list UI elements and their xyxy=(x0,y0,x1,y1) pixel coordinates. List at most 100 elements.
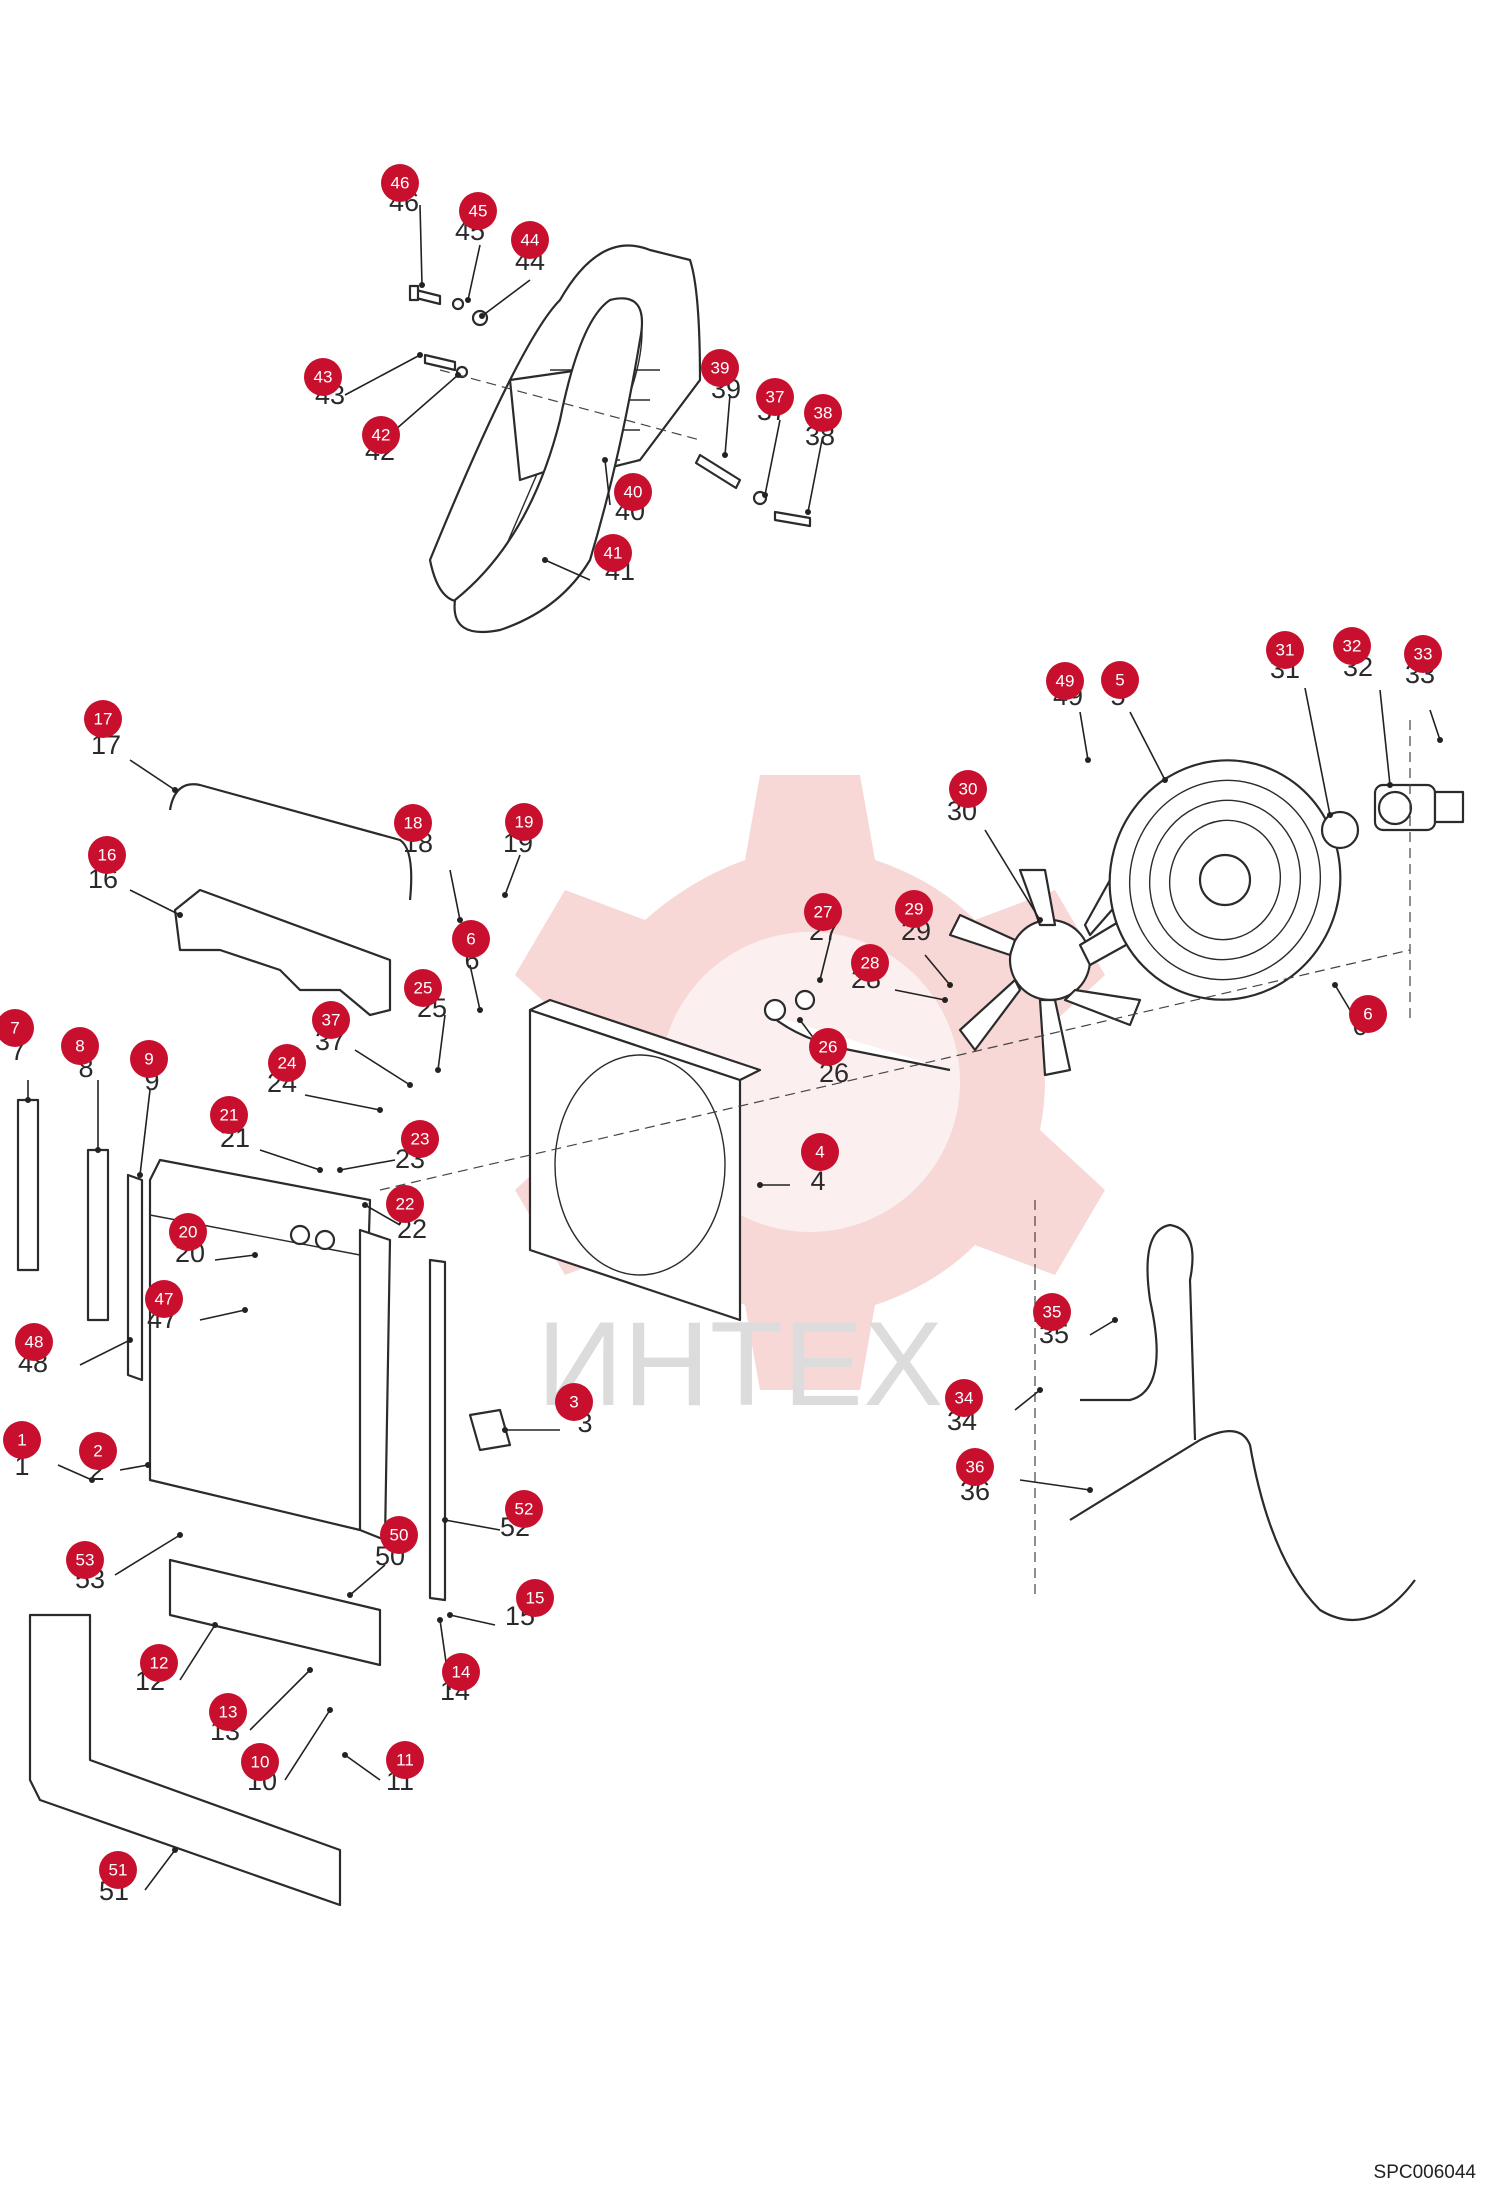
callout-badge-label: 37 xyxy=(766,388,785,407)
callout-leader-line xyxy=(304,1094,381,1111)
callout-badge-label: 35 xyxy=(1043,1303,1062,1322)
callout-badge[interactable] xyxy=(84,700,122,738)
callout-badge[interactable] xyxy=(394,804,432,842)
callout-badge[interactable] xyxy=(99,1851,137,1889)
callout-badge[interactable] xyxy=(169,1213,207,1251)
callout-badge-label: 15 xyxy=(526,1589,545,1608)
callout-badge[interactable] xyxy=(756,378,794,416)
callout-badge[interactable] xyxy=(1046,662,1084,700)
callout-badge[interactable] xyxy=(209,1693,247,1731)
hydraulic-hose xyxy=(769,1014,951,1072)
callout-leader-dot xyxy=(479,313,485,319)
callout-leader-dot xyxy=(722,452,728,458)
callout-badge[interactable] xyxy=(505,1490,543,1528)
callout-badge[interactable] xyxy=(145,1280,183,1318)
callout-leader-line xyxy=(544,559,591,581)
callout-badge[interactable] xyxy=(386,1185,424,1223)
callout-badge[interactable] xyxy=(1101,661,1139,699)
callout-badge-label: 2 xyxy=(93,1442,102,1461)
callout-badge[interactable] xyxy=(614,473,652,511)
callout-leader-dot xyxy=(762,492,768,498)
callout-badge[interactable] xyxy=(1033,1293,1071,1331)
callout-badge[interactable] xyxy=(66,1541,104,1579)
seal-strips xyxy=(16,1098,447,1602)
callout-badge[interactable] xyxy=(304,358,342,396)
callout-badge[interactable] xyxy=(516,1579,554,1617)
callout-badge-label: 44 xyxy=(521,231,540,250)
callout-leader-dot xyxy=(145,1462,151,1468)
callout-badge[interactable] xyxy=(511,221,549,259)
callout-leader-dot xyxy=(447,1612,453,1618)
callout-leader-line xyxy=(504,854,521,896)
callout-badge[interactable] xyxy=(801,1133,839,1171)
callout-badge[interactable] xyxy=(1333,627,1371,665)
callout-badge[interactable] xyxy=(895,890,933,928)
callout-badge[interactable] xyxy=(945,1379,983,1417)
callout-badge[interactable] xyxy=(452,920,490,958)
callout-badge[interactable] xyxy=(809,1028,847,1066)
callout-badge[interactable] xyxy=(442,1653,480,1691)
callout-leader-line xyxy=(1019,1479,1091,1491)
callout-leader-line xyxy=(249,1669,311,1731)
callout-badge[interactable] xyxy=(851,944,889,982)
callout-badge[interactable] xyxy=(15,1323,53,1361)
callout-leader-dot xyxy=(502,1427,508,1433)
callout-leader-line xyxy=(139,1089,151,1176)
callout-badge[interactable] xyxy=(362,416,400,454)
callout-badge[interactable] xyxy=(459,192,497,230)
callout-leader-dot xyxy=(542,557,548,563)
callout-badge-label: 30 xyxy=(959,780,978,799)
callout-badge[interactable] xyxy=(1349,995,1387,1033)
callout-badge[interactable] xyxy=(804,893,842,931)
callout-badge[interactable] xyxy=(505,803,543,841)
callout-leader-line xyxy=(79,1339,131,1366)
callout-6: 66 xyxy=(452,920,490,1013)
callout-leader-line xyxy=(284,1709,331,1781)
callout-badge[interactable] xyxy=(701,349,739,387)
callout-leader-dot xyxy=(242,1307,248,1313)
callout-badge[interactable] xyxy=(312,1001,350,1039)
callout-badge[interactable] xyxy=(1404,635,1442,673)
callout-badge[interactable] xyxy=(386,1741,424,1779)
callout-badge-label: 52 xyxy=(515,1500,534,1519)
callout-badge[interactable] xyxy=(380,1516,418,1554)
callout-leader-dot xyxy=(757,1182,763,1188)
callout-badge[interactable] xyxy=(804,394,842,432)
callout-badge[interactable] xyxy=(3,1421,41,1459)
callout-badge[interactable] xyxy=(555,1383,593,1421)
lower-hose xyxy=(28,1613,342,1907)
callout-badge[interactable] xyxy=(401,1120,439,1158)
callout-leader-line xyxy=(57,1464,93,1481)
callout-49: 4949 xyxy=(1046,662,1091,763)
callout-badge[interactable] xyxy=(88,836,126,874)
callout-badge[interactable] xyxy=(140,1644,178,1682)
callout-badge[interactable] xyxy=(956,1448,994,1486)
callout-leader-line xyxy=(259,1149,321,1171)
callout-badge[interactable] xyxy=(130,1040,168,1078)
callout-badge[interactable] xyxy=(594,534,632,572)
callout-badge[interactable] xyxy=(381,164,419,202)
callout-badge-label: 16 xyxy=(98,846,117,865)
callout-badge[interactable] xyxy=(949,770,987,808)
callout-badge[interactable] xyxy=(210,1096,248,1134)
callout-badge[interactable] xyxy=(0,1009,34,1047)
callout-leader-dot xyxy=(942,997,948,1003)
callout-badge[interactable] xyxy=(79,1432,117,1470)
callout-badge[interactable] xyxy=(404,969,442,1007)
callout-badge[interactable] xyxy=(1266,631,1304,669)
callout-badge[interactable] xyxy=(61,1027,99,1065)
callout-badge[interactable] xyxy=(241,1743,279,1781)
callout-leader-line xyxy=(604,459,611,506)
callout-leader-line xyxy=(344,1754,381,1781)
callout-badge[interactable] xyxy=(268,1044,306,1082)
callout-leader-dot xyxy=(172,1847,178,1853)
